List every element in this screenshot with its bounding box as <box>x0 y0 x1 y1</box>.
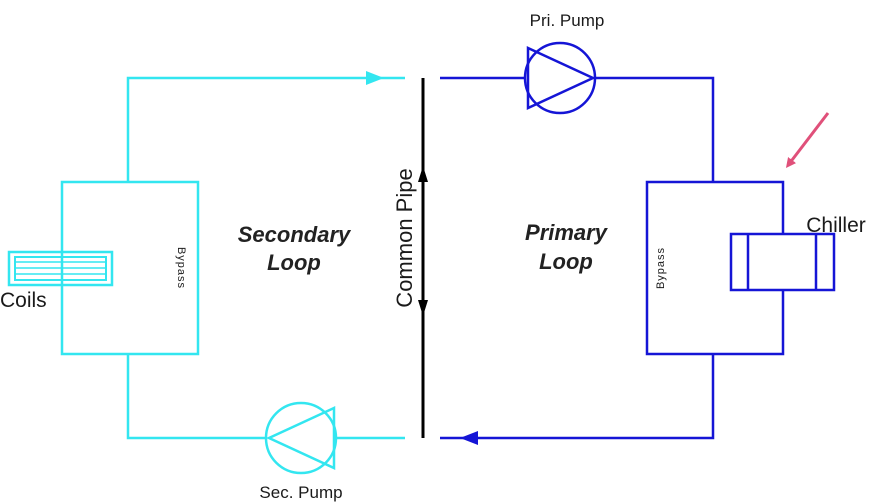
chiller-label: Chiller <box>806 214 866 237</box>
secondary-pump <box>264 401 338 475</box>
pri-pump-label: Pri. Pump <box>530 11 605 30</box>
primary-pump-triangle <box>526 46 596 110</box>
primary-pump <box>523 41 597 115</box>
primary-supply-pipe-right <box>596 76 715 182</box>
primary-pump-circle <box>523 41 597 115</box>
common-pipe <box>418 78 428 438</box>
secondary-pump-circle <box>264 401 338 475</box>
secondary-bypass-label: Bypass <box>175 247 187 289</box>
chiller-icon <box>729 232 836 292</box>
secondary-loop-label-line1: Secondary <box>238 222 352 247</box>
primary-loop-label-line2: Loop <box>539 249 593 274</box>
secondary-supply-pipe <box>126 76 405 182</box>
common-pipe-up-arrow <box>418 166 428 182</box>
secondary-loop-label-line2: Loop <box>267 250 321 275</box>
primary-return-pipe <box>440 354 715 440</box>
primary-bypass-label: Bypass <box>655 247 667 289</box>
common-pipe-down-arrow <box>418 300 428 316</box>
primary-loop <box>440 41 836 445</box>
coils-label: Coils <box>0 289 47 312</box>
pointer-arrow <box>785 112 830 168</box>
coils-body <box>7 250 114 287</box>
chiller-body <box>729 232 836 292</box>
secondary-return-pipe <box>126 354 265 440</box>
sec-pump-label: Sec. Pump <box>259 483 342 502</box>
primary-loop-label-line1: Primary <box>525 220 609 245</box>
secondary-supply-flow-arrow <box>366 71 384 85</box>
secondary-loop <box>7 71 405 475</box>
common-pipe-label: Common Pipe <box>392 168 417 307</box>
secondary-pump-triangle <box>266 406 336 470</box>
primary-return-flow-arrow <box>460 431 478 445</box>
coils-icon <box>7 250 114 287</box>
